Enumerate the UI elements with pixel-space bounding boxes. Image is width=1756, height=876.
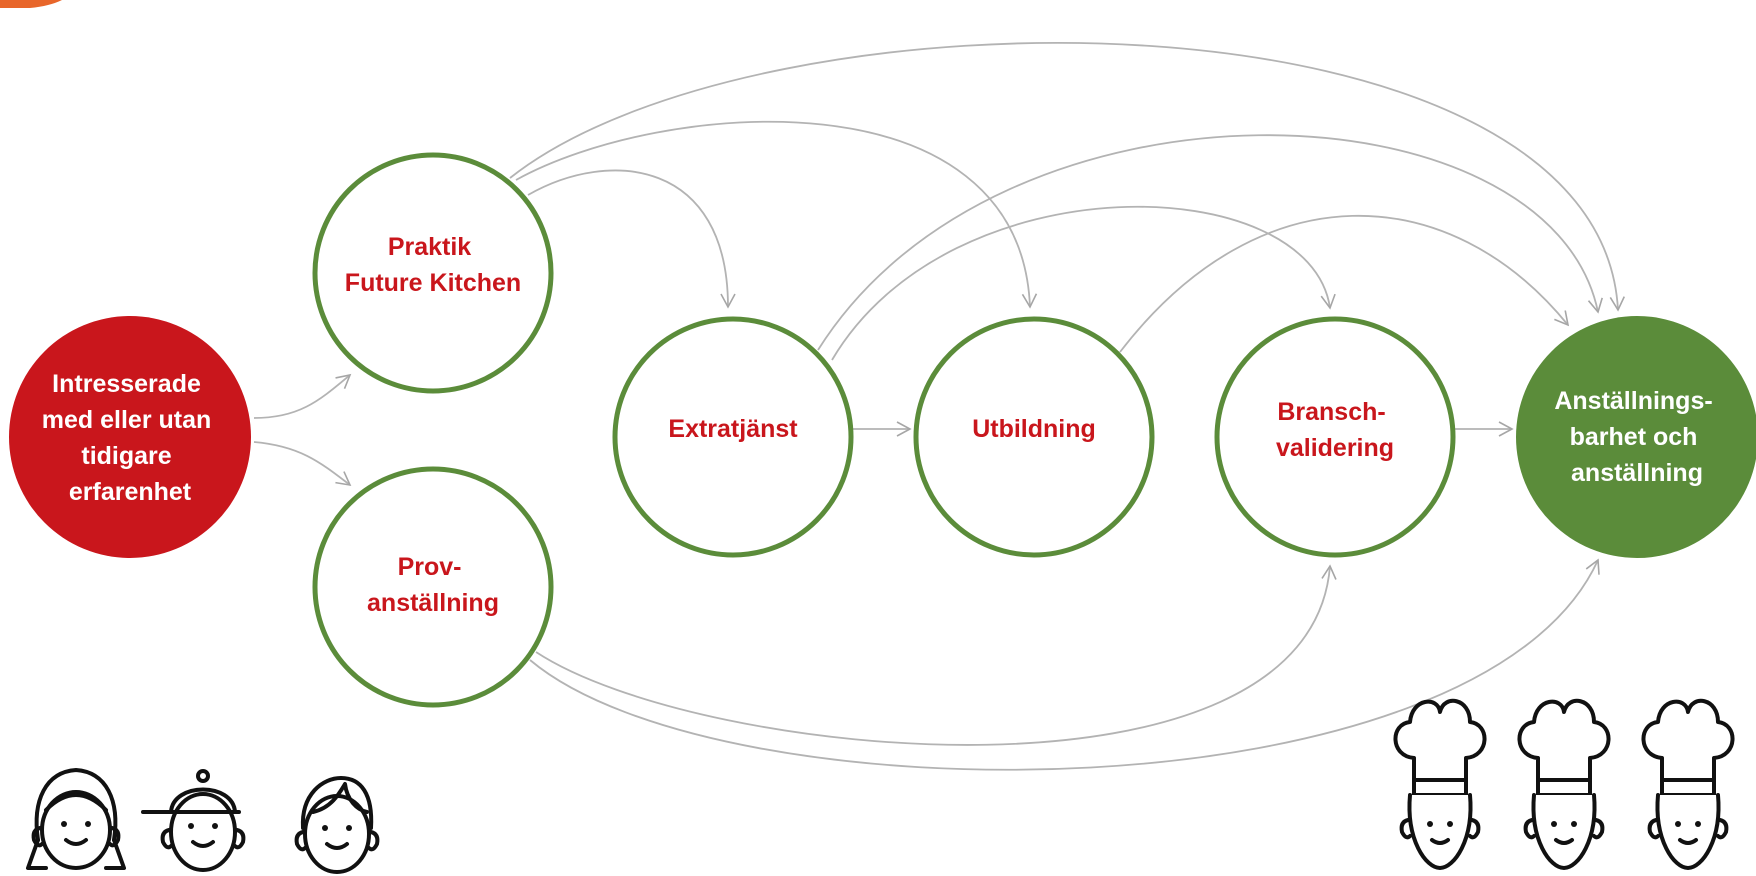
arrow-extratjanst-to-anstallning bbox=[817, 134, 1603, 351]
intresserade-line-1: Intresserade bbox=[52, 370, 201, 398]
arrow-extratjanst-to-branschvalidering bbox=[831, 205, 1336, 361]
utbildning-line-1: Utbildning bbox=[972, 415, 1096, 443]
anstallning-line-3: anställning bbox=[1571, 459, 1703, 487]
praktik-line-2: Future Kitchen bbox=[345, 269, 521, 297]
boy-face-icon bbox=[294, 776, 380, 874]
bransch-line-2: validering bbox=[1276, 434, 1394, 462]
arrow-intresserade-to-praktik bbox=[253, 373, 352, 419]
node-utbildning: Utbildning bbox=[913, 316, 1155, 558]
node-provanstallning: Prov- anställning bbox=[312, 466, 554, 708]
node-anstallning-label: Anställnings- barhet och anställning bbox=[1554, 387, 1719, 487]
node-extratjanst-label: Extratjänst bbox=[668, 415, 798, 443]
node-utbildning-label: Utbildning bbox=[972, 415, 1096, 443]
node-branschvalidering-label: Bransch- validering bbox=[1276, 398, 1394, 462]
anstallning-line-1: Anställnings- bbox=[1554, 387, 1712, 415]
node-provanstallning-label: Prov- anställning bbox=[367, 553, 499, 617]
arrow-praktik-to-anstallning bbox=[509, 41, 1625, 312]
intresserade-line-3: tidigare bbox=[81, 442, 171, 470]
node-intresserade-label: Intresserade med eller utan tidigare erf… bbox=[42, 370, 218, 506]
node-intresserade: Intresserade med eller utan tidigare erf… bbox=[9, 316, 251, 558]
chef-icons-right bbox=[1393, 698, 1735, 870]
arrow-praktik-to-extratjanst bbox=[527, 169, 736, 309]
extratjanst-line-1: Extratjänst bbox=[668, 415, 798, 443]
node-anstallning: Anställnings- barhet och anställning bbox=[1516, 316, 1756, 558]
corner-accent bbox=[0, 0, 62, 8]
arrow-intresserade-to-prov bbox=[253, 441, 352, 487]
intresserade-line-4: erfarenhet bbox=[69, 478, 192, 506]
arrow-prov-to-branschvalidering bbox=[535, 564, 1337, 746]
praktik-line-1: Praktik bbox=[388, 233, 471, 261]
anstallning-line-2: barhet och bbox=[1570, 423, 1698, 451]
arrow-utbildning-to-anstallning bbox=[1119, 214, 1570, 353]
connector-arrows bbox=[253, 41, 1625, 771]
people-icons-left bbox=[26, 768, 380, 874]
prov-line-2: anställning bbox=[367, 589, 499, 617]
intresserade-line-2: med eller utan bbox=[42, 406, 212, 434]
prov-line-1: Prov- bbox=[398, 553, 462, 581]
girl-face-icon bbox=[26, 768, 126, 870]
chef-face-icon bbox=[1393, 698, 1487, 870]
arrow-praktik-to-utbildning bbox=[515, 120, 1038, 309]
node-praktik-label: Praktik Future Kitchen bbox=[345, 233, 521, 297]
cap-face-icon bbox=[141, 769, 246, 872]
bransch-line-1: Bransch- bbox=[1277, 398, 1385, 426]
node-extratjanst: Extratjänst bbox=[612, 316, 854, 558]
node-praktik: Praktik Future Kitchen bbox=[312, 152, 554, 394]
chef-face-icon bbox=[1641, 698, 1735, 870]
arrow-prov-to-anstallning bbox=[529, 558, 1600, 771]
chef-face-icon bbox=[1517, 698, 1611, 870]
node-branschvalidering: Bransch- validering bbox=[1214, 316, 1456, 558]
